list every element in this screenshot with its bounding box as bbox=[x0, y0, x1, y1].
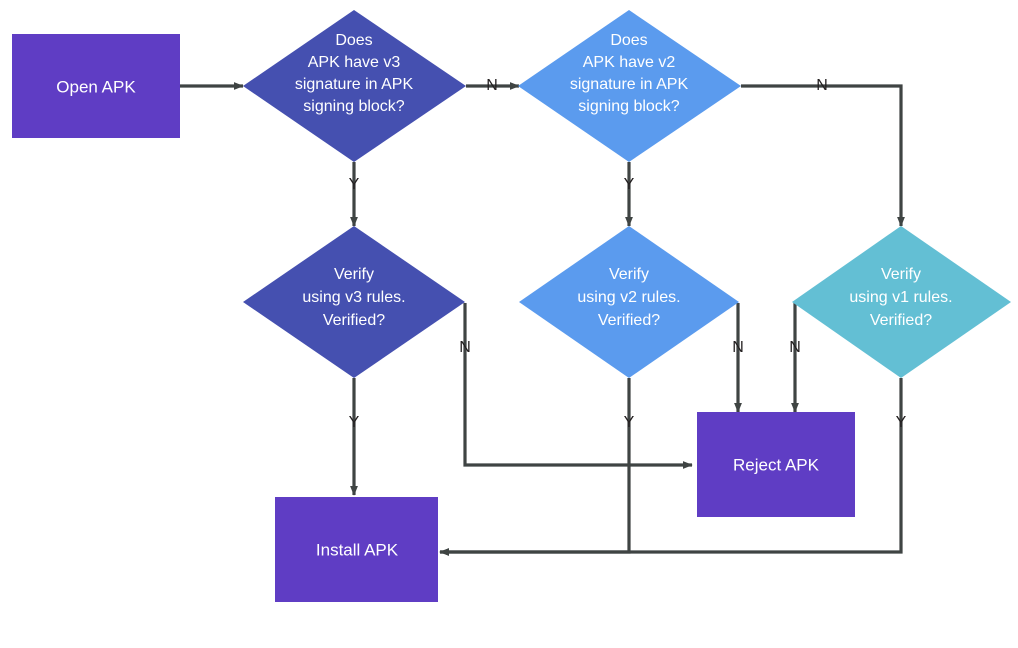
reject-apk-box[interactable] bbox=[697, 412, 855, 517]
verify-v2-label: Verified? bbox=[598, 312, 660, 329]
edge-verifyv1-yes-to-install bbox=[439, 378, 903, 556]
verify-v3-label: using v3 rules. bbox=[302, 289, 405, 306]
has-v3-diamond[interactable] bbox=[243, 10, 466, 162]
verify-v3-diamond[interactable] bbox=[243, 226, 465, 378]
has-v3-label: signature in APK bbox=[295, 76, 414, 93]
node-install-apk[interactable]: Install APK bbox=[275, 497, 438, 602]
verify-v1-label: using v1 rules. bbox=[849, 289, 952, 306]
has-v3-label: APK have v3 bbox=[308, 54, 401, 71]
install-apk-box[interactable] bbox=[275, 497, 438, 602]
edges-layer bbox=[180, 82, 905, 556]
open-apk-label: Open APK bbox=[56, 77, 136, 96]
edge-label-hasv2-yes: Y bbox=[624, 176, 635, 193]
open-apk-box[interactable] bbox=[12, 34, 180, 138]
node-verify-v1[interactable]: Verify using v1 rules. Verified? bbox=[792, 226, 1011, 378]
node-verify-v3[interactable]: Verify using v3 rules. Verified? bbox=[243, 226, 465, 378]
has-v2-label: signing block? bbox=[578, 98, 680, 115]
has-v2-label: signature in APK bbox=[570, 76, 689, 93]
verify-v2-label: using v2 rules. bbox=[577, 289, 680, 306]
verify-v3-label: Verified? bbox=[323, 312, 385, 329]
node-reject-apk[interactable]: Reject APK bbox=[697, 412, 855, 517]
has-v3-label: signing block? bbox=[303, 98, 405, 115]
reject-apk-label: Reject APK bbox=[733, 455, 820, 474]
edge-label-verifyv2-no: N bbox=[732, 339, 744, 356]
edge-hasv2-no-to-verifyv1 bbox=[741, 84, 905, 227]
verify-v1-label: Verify bbox=[881, 266, 921, 283]
verify-v1-diamond[interactable] bbox=[792, 226, 1011, 378]
node-open-apk[interactable]: Open APK bbox=[12, 34, 180, 138]
has-v2-diamond[interactable] bbox=[518, 10, 741, 162]
edge-label-verifyv3-no: N bbox=[459, 339, 471, 356]
verify-v2-label: Verify bbox=[609, 266, 649, 283]
edge-labels-layer: N Y N Y N Y N Y N Y bbox=[349, 77, 907, 431]
has-v2-label: Does bbox=[610, 32, 647, 49]
node-has-v3-signature[interactable]: Does APK have v3 signature in APK signin… bbox=[243, 10, 466, 162]
has-v2-label: APK have v2 bbox=[583, 54, 676, 71]
edge-label-verifyv2-yes: Y bbox=[624, 414, 635, 431]
edge-label-verifyv3-yes: Y bbox=[349, 414, 360, 431]
edge-label-hasv2-no: N bbox=[816, 77, 828, 94]
edge-label-verifyv1-yes: Y bbox=[896, 414, 907, 431]
edge-label-hasv3-yes: Y bbox=[349, 176, 360, 193]
has-v3-label: Does bbox=[335, 32, 372, 49]
node-verify-v2[interactable]: Verify using v2 rules. Verified? bbox=[519, 226, 739, 378]
edge-label-hasv3-no: N bbox=[486, 77, 498, 94]
edge-label-verifyv1-no: N bbox=[789, 339, 801, 356]
install-apk-label: Install APK bbox=[316, 540, 399, 559]
verify-v2-diamond[interactable] bbox=[519, 226, 739, 378]
node-has-v2-signature[interactable]: Does APK have v2 signature in APK signin… bbox=[518, 10, 741, 162]
edge-verifyv3-no-to-reject bbox=[463, 303, 693, 469]
verify-v1-label: Verified? bbox=[870, 312, 932, 329]
verify-v3-label: Verify bbox=[334, 266, 374, 283]
